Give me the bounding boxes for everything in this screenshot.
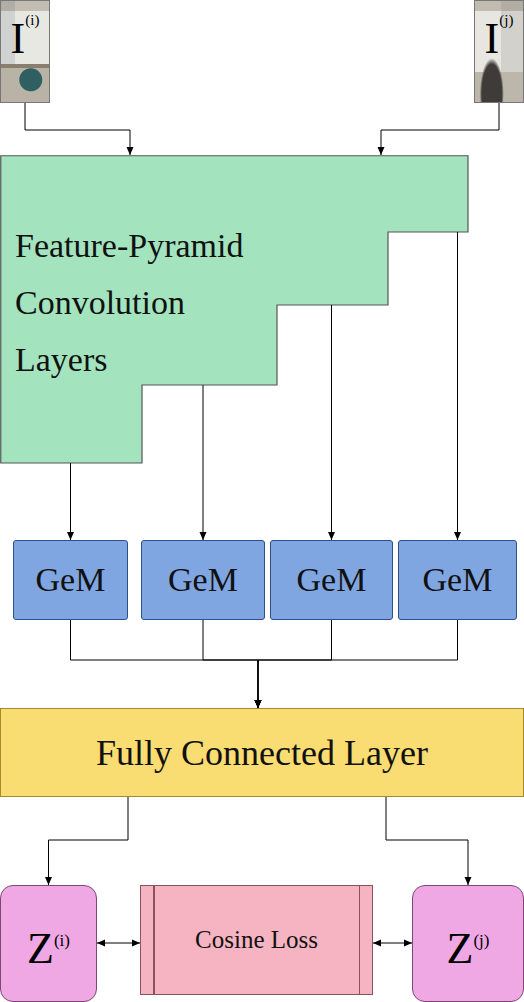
embedding-index: (j) [473, 932, 489, 949]
connector [258, 620, 332, 708]
embedding-symbol: Z [447, 927, 474, 971]
pooling-box: GeM [270, 540, 393, 620]
connector [203, 620, 258, 708]
connector [71, 620, 259, 708]
pooling-box: GeM [398, 540, 517, 620]
loss-box: Cosine Loss [140, 885, 373, 995]
feature-pyramid-block: Feature-Pyramid Convolution Layers [0, 155, 469, 464]
embedding-box: Z(i) [0, 885, 97, 1002]
connector [70, 463, 71, 540]
connector [97, 943, 140, 944]
pooling-box: GeM [141, 540, 265, 620]
connector [49, 797, 129, 885]
embedding-symbol: Z [27, 927, 54, 971]
embedding-index: (i) [54, 932, 70, 949]
box-label: GeM [36, 561, 106, 599]
connector [25, 103, 130, 155]
connector [331, 305, 332, 540]
box-label: GeM [423, 561, 493, 599]
image-index: (i) [25, 13, 39, 28]
connector [381, 103, 499, 155]
box-label: GeM [297, 561, 367, 599]
connector [258, 620, 458, 708]
input-image: I(i) [0, 0, 50, 103]
connector [457, 232, 458, 540]
image-index: (j) [499, 13, 513, 28]
connector [373, 943, 412, 944]
connector [203, 385, 204, 540]
image-symbol: I [11, 17, 26, 61]
layer-box: Fully Connected Layer [0, 708, 524, 797]
box-label: GeM [168, 561, 238, 599]
box-label: Cosine Loss [195, 926, 318, 954]
block-label: Feature-Pyramid Convolution Layers [15, 217, 277, 388]
image-symbol: I [485, 17, 500, 61]
input-image: I(j) [474, 0, 524, 103]
embedding-box: Z(j) [412, 885, 524, 1002]
connector [386, 797, 468, 885]
box-label: Fully Connected Layer [96, 732, 428, 774]
pooling-box: GeM [13, 540, 128, 620]
